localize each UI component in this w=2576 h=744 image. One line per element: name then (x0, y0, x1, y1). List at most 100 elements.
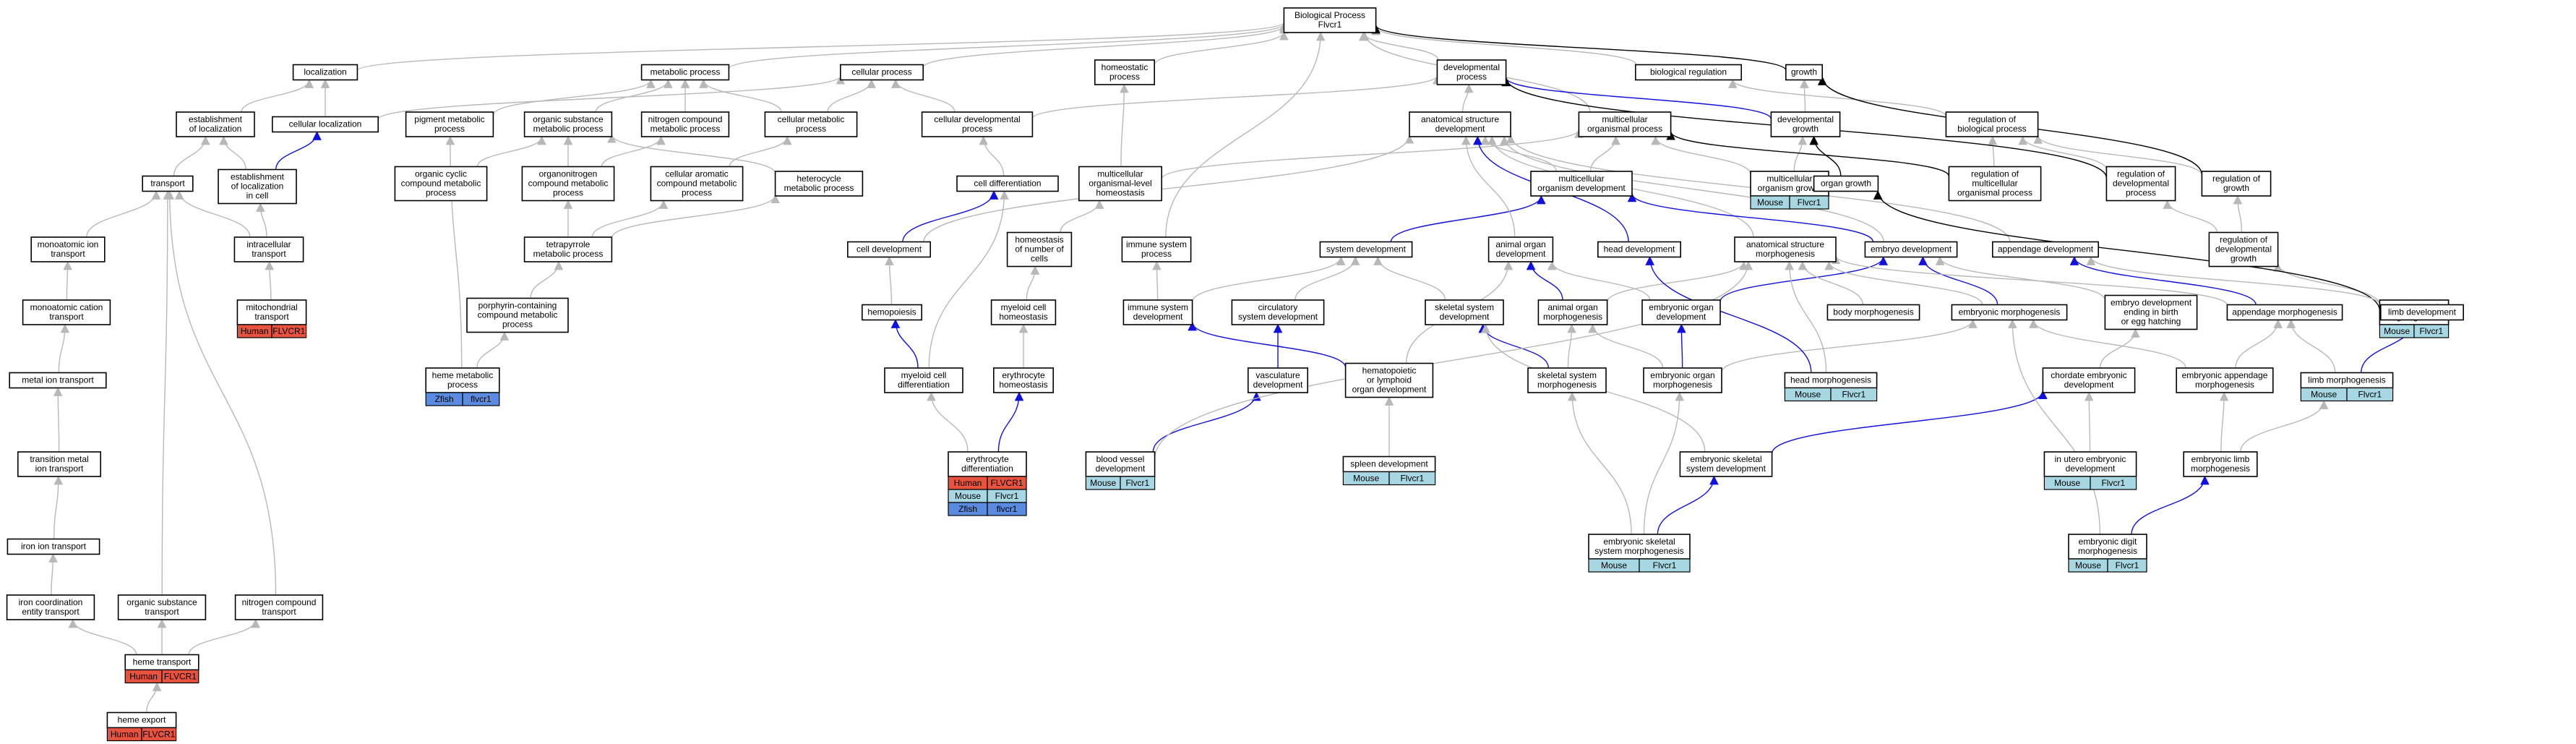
term-label-line: transport (254, 312, 289, 322)
go-term-cellular-process[interactable]: cellular process (840, 64, 924, 81)
edge-immune-system-development-to-immune-system-process (1152, 260, 1162, 301)
go-term-iron-ion-transport[interactable]: iron ion transport (7, 538, 100, 555)
go-term-appendage-development[interactable]: appendage development (1992, 241, 2100, 258)
go-term-metabolic-process[interactable]: metabolic process (640, 64, 730, 81)
go-term-organ-growth[interactable]: organ growth (1813, 175, 1879, 192)
go-term-growth[interactable]: growth (1785, 64, 1824, 81)
term-label-line: multicellular (1766, 174, 1812, 184)
edge-cellular-process-to-bp (922, 25, 1289, 68)
term-box (1826, 304, 1920, 321)
go-term-hemopoiesis[interactable]: hemopoiesis (862, 304, 923, 321)
go-term-metal-ion-transport[interactable]: metal ion transport (9, 372, 107, 389)
go-term-system-development[interactable]: system development (1319, 241, 1413, 258)
go-term-localization[interactable]: localization (292, 64, 359, 81)
term-label-line: differentiation (898, 380, 950, 390)
go-term-embryo-development[interactable]: embryo development (1864, 241, 1958, 258)
edge-multicellular-organism-growth-to-developmental-growth (1793, 135, 1808, 172)
go-term-body-morphogenesis[interactable]: body morphogenesis (1826, 304, 1920, 321)
edge-chordate-embryonic-development-to-embryo-development-ending-in-birth (2099, 328, 2140, 369)
go-term-transport[interactable]: transport (142, 175, 194, 192)
go-term-cell-development[interactable]: cell development (847, 241, 932, 258)
go-term-embryonic-morphogenesis[interactable]: embryonic morphogenesis (1951, 304, 2068, 321)
go-term-limb-development[interactable]: limb development (2380, 304, 2465, 321)
go-term-cellular-localization[interactable]: cellular localization (271, 116, 379, 133)
edge-system-development-to-multicellular-organism-development (1390, 194, 1546, 242)
go-term-appendage-morphogenesis[interactable]: appendage morphogenesis (2226, 304, 2343, 321)
edge-developmental-growth-to-growth (1799, 79, 1809, 113)
term-box (993, 367, 1055, 393)
go-term-cell-differentiation[interactable]: cell differentiation (956, 175, 1059, 192)
go-term-head-development[interactable]: head development (1597, 241, 1682, 258)
term-label-line: development (1435, 124, 1485, 134)
go-term-biological-regulation[interactable]: biological regulation (1635, 64, 1743, 81)
